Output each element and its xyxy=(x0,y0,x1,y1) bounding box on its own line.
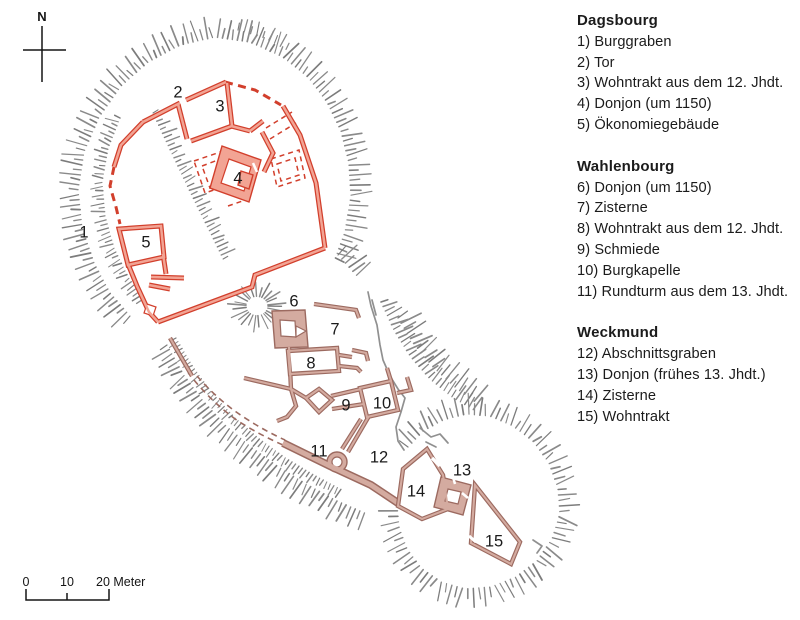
gate-15-opening xyxy=(468,534,477,544)
gully-branch-line xyxy=(371,299,377,316)
west-wall-upper xyxy=(111,120,145,168)
east-gully-line xyxy=(367,291,406,451)
scale-bar: 0 10 20 Meter xyxy=(23,575,145,601)
wall-above-cistern xyxy=(313,301,362,319)
legend-item: 13) Donjon (frühes 13. Jhdt.) xyxy=(577,366,766,383)
scale-tick-0: 0 xyxy=(23,575,30,589)
donjon-13-opening-east xyxy=(461,492,469,499)
terrain-hachures xyxy=(59,16,581,608)
site-number-2: 2 xyxy=(173,83,182,101)
site-number-3: 3 xyxy=(215,97,224,115)
rampart-dashed-b xyxy=(196,375,286,441)
north-arrow: N xyxy=(23,9,66,82)
weckmund-crevice-line-2 xyxy=(425,441,437,448)
legend-section-title-dagsbourg: Dagsbourg xyxy=(577,12,658,29)
dashed-donjon-annex-outer xyxy=(193,148,241,194)
rampart-dashed-a xyxy=(193,379,284,446)
donjon-6-wedge xyxy=(295,325,308,339)
legend-item: 10) Burgkapelle xyxy=(577,262,681,279)
dashed-building-outer xyxy=(270,149,306,188)
legend-item: 3) Wohntrakt aus dem 12. Jhdt. xyxy=(577,75,784,92)
weckmund-crevice-line xyxy=(419,427,449,444)
legend-item: 5) Ökonomiegebäude xyxy=(577,116,720,133)
site-number-12: 12 xyxy=(370,448,388,466)
gate-14-opening xyxy=(430,456,442,468)
legend-item: 14) Zisterne xyxy=(577,387,657,404)
site-number-5: 5 xyxy=(141,233,150,251)
legend-item: 2) Tor xyxy=(577,54,615,71)
enceinte-dashed-northeast xyxy=(224,80,282,107)
scale-tick-20-meter: 20 Meter xyxy=(96,575,145,589)
north-arrow-cross xyxy=(23,26,66,82)
donjon-13-opening-top xyxy=(451,476,457,485)
legend-section-title-wahlenbourg: Wahlenbourg xyxy=(577,157,675,175)
site-number-4: 4 xyxy=(233,169,242,187)
erosion-gully-lines xyxy=(367,291,543,554)
castle-wahlenbourg xyxy=(168,301,414,507)
enceinte-dashed-west xyxy=(108,166,122,225)
site-number-10: 10 xyxy=(373,394,391,412)
north-label: N xyxy=(37,9,46,24)
donjon-6-courtyard xyxy=(279,319,297,338)
legend-section-title-weckmund: Weckmund xyxy=(577,324,659,342)
legend: Dagsbourg 1) Burggraben 2) Tor 3) Wohntrakt… xyxy=(577,11,795,427)
castle-weckmund xyxy=(395,445,523,568)
site-number-6: 6 xyxy=(289,292,298,310)
site-number-1: 1 xyxy=(79,223,88,241)
scale-tick-10: 10 xyxy=(60,575,74,589)
legend-item: 1) Burggraben xyxy=(577,33,672,50)
legend-item: 4) Donjon (um 1150) xyxy=(577,96,712,113)
site-number-13: 13 xyxy=(453,461,471,479)
castle-dagsbourg xyxy=(108,79,328,325)
legend-item: 6) Donjon (um 1150) xyxy=(577,179,712,196)
dashed-building-inner xyxy=(276,157,300,182)
donjon-4-inner-block xyxy=(237,170,254,190)
site-number-8: 8 xyxy=(306,354,315,372)
site-number-11: 11 xyxy=(310,442,327,460)
enclosure-15-wohntrakt xyxy=(468,479,523,568)
scale-bar-line xyxy=(25,589,110,601)
legend-item: 8) Wohntrakt aus dem 12. Jhdt. xyxy=(577,221,784,238)
rock-outcrop-line xyxy=(532,539,543,554)
site-number-14: 14 xyxy=(407,482,425,500)
legend-item: 11) Rundturm aus dem 13. Jhdt. xyxy=(577,283,789,300)
site-number-9: 9 xyxy=(341,396,350,414)
legend-item: 12) Abschnittsgraben xyxy=(577,346,717,363)
site-number-15: 15 xyxy=(485,532,503,550)
legend-item: 7) Zisterne xyxy=(577,200,648,217)
gate-openings xyxy=(251,162,477,544)
donjon-4-opening xyxy=(251,162,259,173)
legend-item: 15) Wohntrakt xyxy=(577,408,670,425)
site-number-7: 7 xyxy=(330,320,339,338)
structure-9-diamond xyxy=(302,386,336,416)
legend-item: 9) Schmiede xyxy=(577,241,661,258)
